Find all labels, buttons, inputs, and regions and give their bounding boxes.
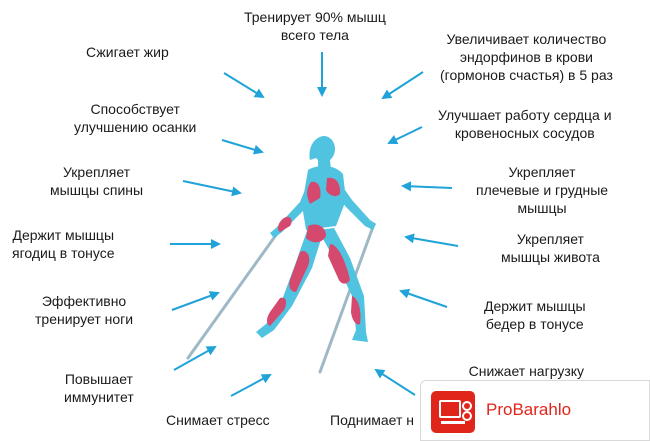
- tv-icon: [431, 391, 475, 433]
- leg-front: [318, 228, 368, 342]
- arrow-stress: [230, 374, 272, 397]
- label-glutes: Держит мышцы ягодиц в тонусе: [12, 227, 115, 261]
- label-immunity: Повышает иммунитет: [64, 371, 134, 405]
- label-back-muscles: Укрепляет мышцы спины: [50, 164, 144, 198]
- muscle-glutes: [306, 224, 326, 243]
- label-heart: Улучшает работу сердца и кровеносных сос…: [438, 107, 612, 141]
- label-trains-90: Тренирует 90% мышц всего тела: [244, 9, 386, 43]
- label-burns-fat: Сжигает жир: [86, 44, 169, 60]
- arrow-back: [182, 180, 242, 197]
- label-posture: Способствует улучшению осанки: [74, 101, 197, 135]
- muscle-calf-back: [267, 297, 287, 326]
- muscle-thigh-back: [289, 250, 310, 292]
- label-shoulders: Укрепляет плечевые и грудные мышцы: [476, 164, 609, 216]
- probarahlo-badge[interactable]: ProBarahlo: [420, 380, 650, 441]
- arrow-heart: [387, 126, 423, 145]
- arrow-fat: [223, 72, 265, 99]
- hair: [309, 137, 326, 160]
- muscle-calf-front: [351, 296, 361, 325]
- arrow-immunity: [173, 346, 217, 371]
- pole-right: [318, 222, 376, 374]
- muscle-back: [307, 181, 321, 204]
- arrow-legs: [171, 291, 220, 311]
- badge-text: ProBarahlo: [486, 400, 572, 419]
- arrow-abs: [404, 233, 459, 247]
- label-endorphins: Увеличивает количество эндорфинов в кров…: [440, 31, 613, 83]
- arm-front: [332, 180, 376, 230]
- arrow-posture: [221, 139, 264, 155]
- label-stress: Снимает стресс: [166, 412, 270, 428]
- arrow-joints: [374, 368, 416, 396]
- muscle-forearm: [277, 216, 292, 232]
- label-abs: Укрепляет мышцы живота: [501, 231, 600, 265]
- muscle-thigh-front: [328, 244, 350, 284]
- arrow-shoulders: [401, 181, 453, 192]
- pole-left: [186, 233, 278, 360]
- muscle-chest: [326, 177, 341, 197]
- arrow-endorphins: [381, 71, 424, 100]
- label-thighs: Держит мышцы бедер в тонусе: [484, 298, 586, 332]
- arrow-thighs: [399, 288, 448, 308]
- leg-back: [256, 228, 322, 338]
- label-legs: Эффективно тренирует ноги: [35, 293, 134, 327]
- label-mood: Поднимает н: [330, 412, 415, 428]
